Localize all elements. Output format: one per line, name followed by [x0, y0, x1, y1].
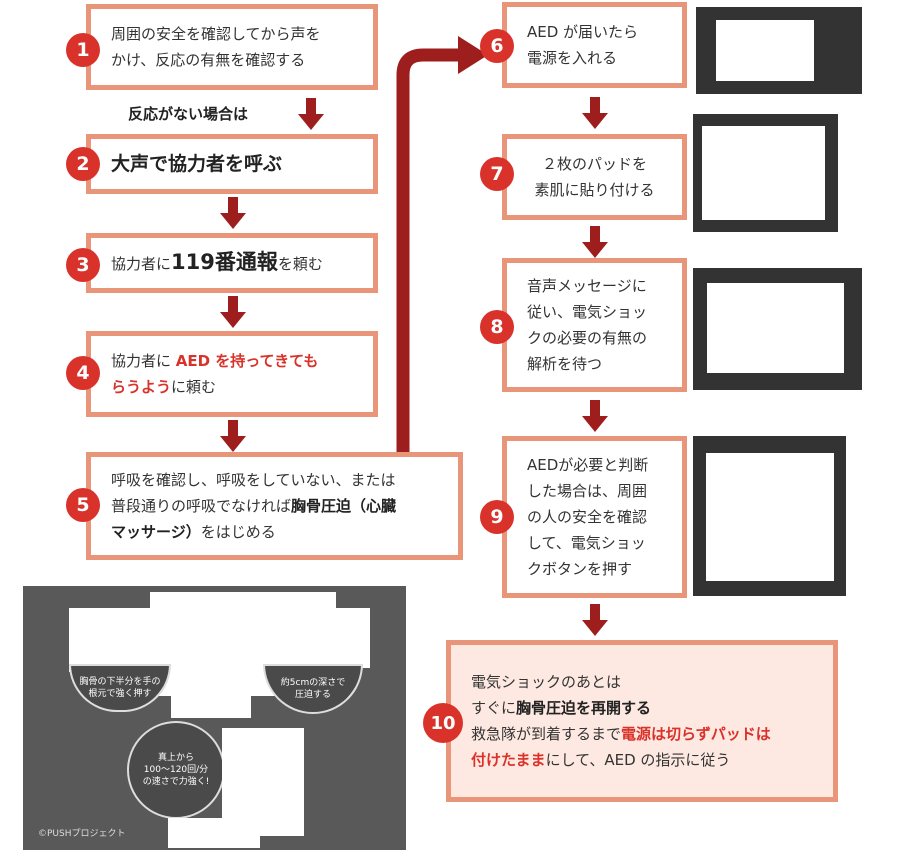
step-9-line-1: AEDが必要と判断 — [527, 456, 649, 474]
step-number-badge: 2 — [66, 147, 100, 181]
step-8-box: 音声メッセージに 従い、電気ショッ クの必要の有無の 解析を待つ — [502, 258, 687, 392]
arrow-down-icon — [220, 296, 246, 328]
copyright-text: ©PUSHプロジェクト — [38, 829, 126, 839]
step-8-line-1: 音声メッセージに — [527, 277, 647, 295]
step-number-badge: 1 — [66, 33, 100, 67]
step-10-line-1: 電気ショックのあとは — [471, 673, 622, 691]
illustration-placeholder — [171, 648, 251, 718]
step-2-box: 大声で協力者を呼ぶ — [86, 134, 378, 194]
step-number-badge: 5 — [66, 488, 100, 522]
step-9-image — [693, 436, 846, 596]
step-8-line-3: クの必要の有無の — [527, 329, 648, 347]
step-4-box: 協力者に AED を持ってきても らうように頼む — [86, 331, 378, 417]
step-number-badge: 8 — [480, 310, 514, 344]
step-1-line-1: 周囲の安全を確認してから声を — [111, 25, 321, 43]
step-7-box: ２枚のパッドを 素肌に貼り付ける — [502, 134, 687, 220]
step-9-box: AEDが必要と判断 した場合は、周囲 の人の安全を確認 して、電気ショッ クボタ… — [502, 436, 687, 598]
step-5-line-2: 普段通りの呼吸でなければ胸骨圧迫（心臓 — [111, 497, 397, 515]
step-1-line-2: かけ、反応の有無を確認する — [111, 51, 306, 69]
step-8-image — [693, 268, 862, 390]
step-9-line-3: の人の安全を確認 — [527, 508, 648, 526]
step-2-text: 大声で協力者を呼ぶ — [111, 153, 283, 175]
arrow-down-icon — [298, 98, 324, 130]
step-number-badge: 10 — [423, 703, 463, 743]
step-1-box: 周囲の安全を確認してから声を かけ、反応の有無を確認する — [86, 4, 378, 90]
arrow-down-icon — [220, 197, 246, 229]
step-3-box: 協力者に119番通報を頼む — [86, 233, 378, 293]
arrow-down-icon — [582, 226, 608, 258]
step-7-line-2: 素肌に貼り付ける — [534, 181, 655, 199]
step-8-line-2: 従い、電気ショッ — [527, 303, 648, 321]
step-10-box: 電気ショックのあとは すぐに胸骨圧迫を再開する 救急隊が到着するまで電源は切らず… — [446, 640, 838, 802]
step-7-line-1: ２枚のパッドを — [541, 155, 647, 173]
step-8-line-4: 解析を待つ — [527, 355, 603, 373]
illustration-placeholder — [168, 818, 260, 848]
step-6-line-2: 電源を入れる — [527, 49, 618, 67]
arrow-down-icon — [220, 420, 246, 452]
step-number-badge: 7 — [480, 157, 514, 191]
step-9-line-5: クボタンを押す — [527, 560, 633, 578]
step-5-line-3: マッサージ）をはじめる — [111, 523, 276, 541]
step-number-badge: 9 — [480, 500, 514, 534]
step-3-text: 協力者に119番通報を頼む — [111, 250, 323, 274]
step-6-box: AED が届いたら 電源を入れる — [502, 2, 687, 88]
arrow-down-icon — [582, 400, 608, 432]
step-9-line-4: して、電気ショッ — [527, 534, 646, 552]
illustration-placeholder — [69, 608, 157, 672]
step-number-badge: 3 — [66, 248, 100, 282]
no-response-label: 反応がない場合は — [128, 105, 249, 123]
step-number-badge: 6 — [480, 29, 514, 63]
illustration-placeholder — [270, 608, 370, 668]
step-9-line-2: した場合は、周囲 — [527, 482, 648, 500]
step-5-box: 呼吸を確認し、呼吸をしていない、または 普段通りの呼吸でなければ胸骨圧迫（心臓 … — [86, 452, 463, 560]
step-7-image — [693, 114, 838, 232]
step-4-line-2: らうように頼む — [111, 378, 217, 396]
step-4-line-1: 協力者に AED を持ってきても — [111, 352, 319, 370]
step-number-badge: 4 — [66, 356, 100, 390]
arrow-down-icon — [582, 604, 608, 636]
step-6-line-1: AED が届いたら — [527, 23, 639, 41]
step-10-line-2: すぐに胸骨圧迫を再開する — [471, 699, 652, 717]
step-10-line-4: 付けたままにして、AED の指示に従う — [471, 751, 731, 769]
step-6-image — [696, 7, 862, 94]
arrow-down-icon — [582, 97, 608, 129]
step-10-line-3: 救急隊が到着するまで電源は切らずパッドは — [471, 725, 771, 743]
step-5-line-1: 呼吸を確認し、呼吸をしていない、または — [111, 471, 396, 489]
